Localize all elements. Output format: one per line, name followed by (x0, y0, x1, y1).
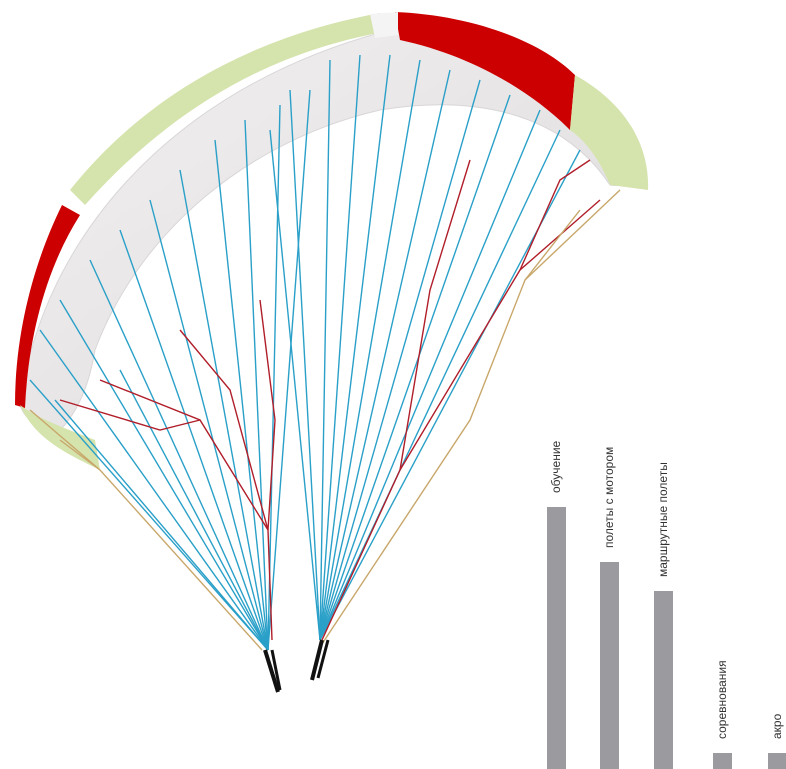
bar-4 (768, 753, 786, 769)
bar-label-0: обучение (549, 440, 563, 493)
bar-3 (713, 753, 732, 769)
riser-right-b (316, 639, 330, 679)
riser-left (263, 649, 280, 693)
canopy-leading-edge-green (70, 13, 395, 205)
riser-left-b (270, 649, 282, 691)
bar-label-1: полеты с мотором (602, 446, 616, 548)
canopy-leading-edge-red-left (15, 205, 80, 408)
bar-label-2: маршрутные полеты (656, 462, 670, 577)
bar-0 (547, 507, 566, 769)
bar-1 (600, 562, 619, 769)
riser-right (310, 639, 324, 681)
bar-label-4: акро (770, 713, 784, 739)
canopy-white-band (370, 12, 398, 38)
canopy-right-tip (570, 75, 649, 190)
bar-label-3: соревнования (715, 660, 729, 739)
suspension-lines-right (269, 54, 621, 651)
suspension-lines-left (29, 89, 311, 651)
canopy-leading-edge-red-top (395, 12, 575, 130)
bar-2 (654, 591, 673, 769)
